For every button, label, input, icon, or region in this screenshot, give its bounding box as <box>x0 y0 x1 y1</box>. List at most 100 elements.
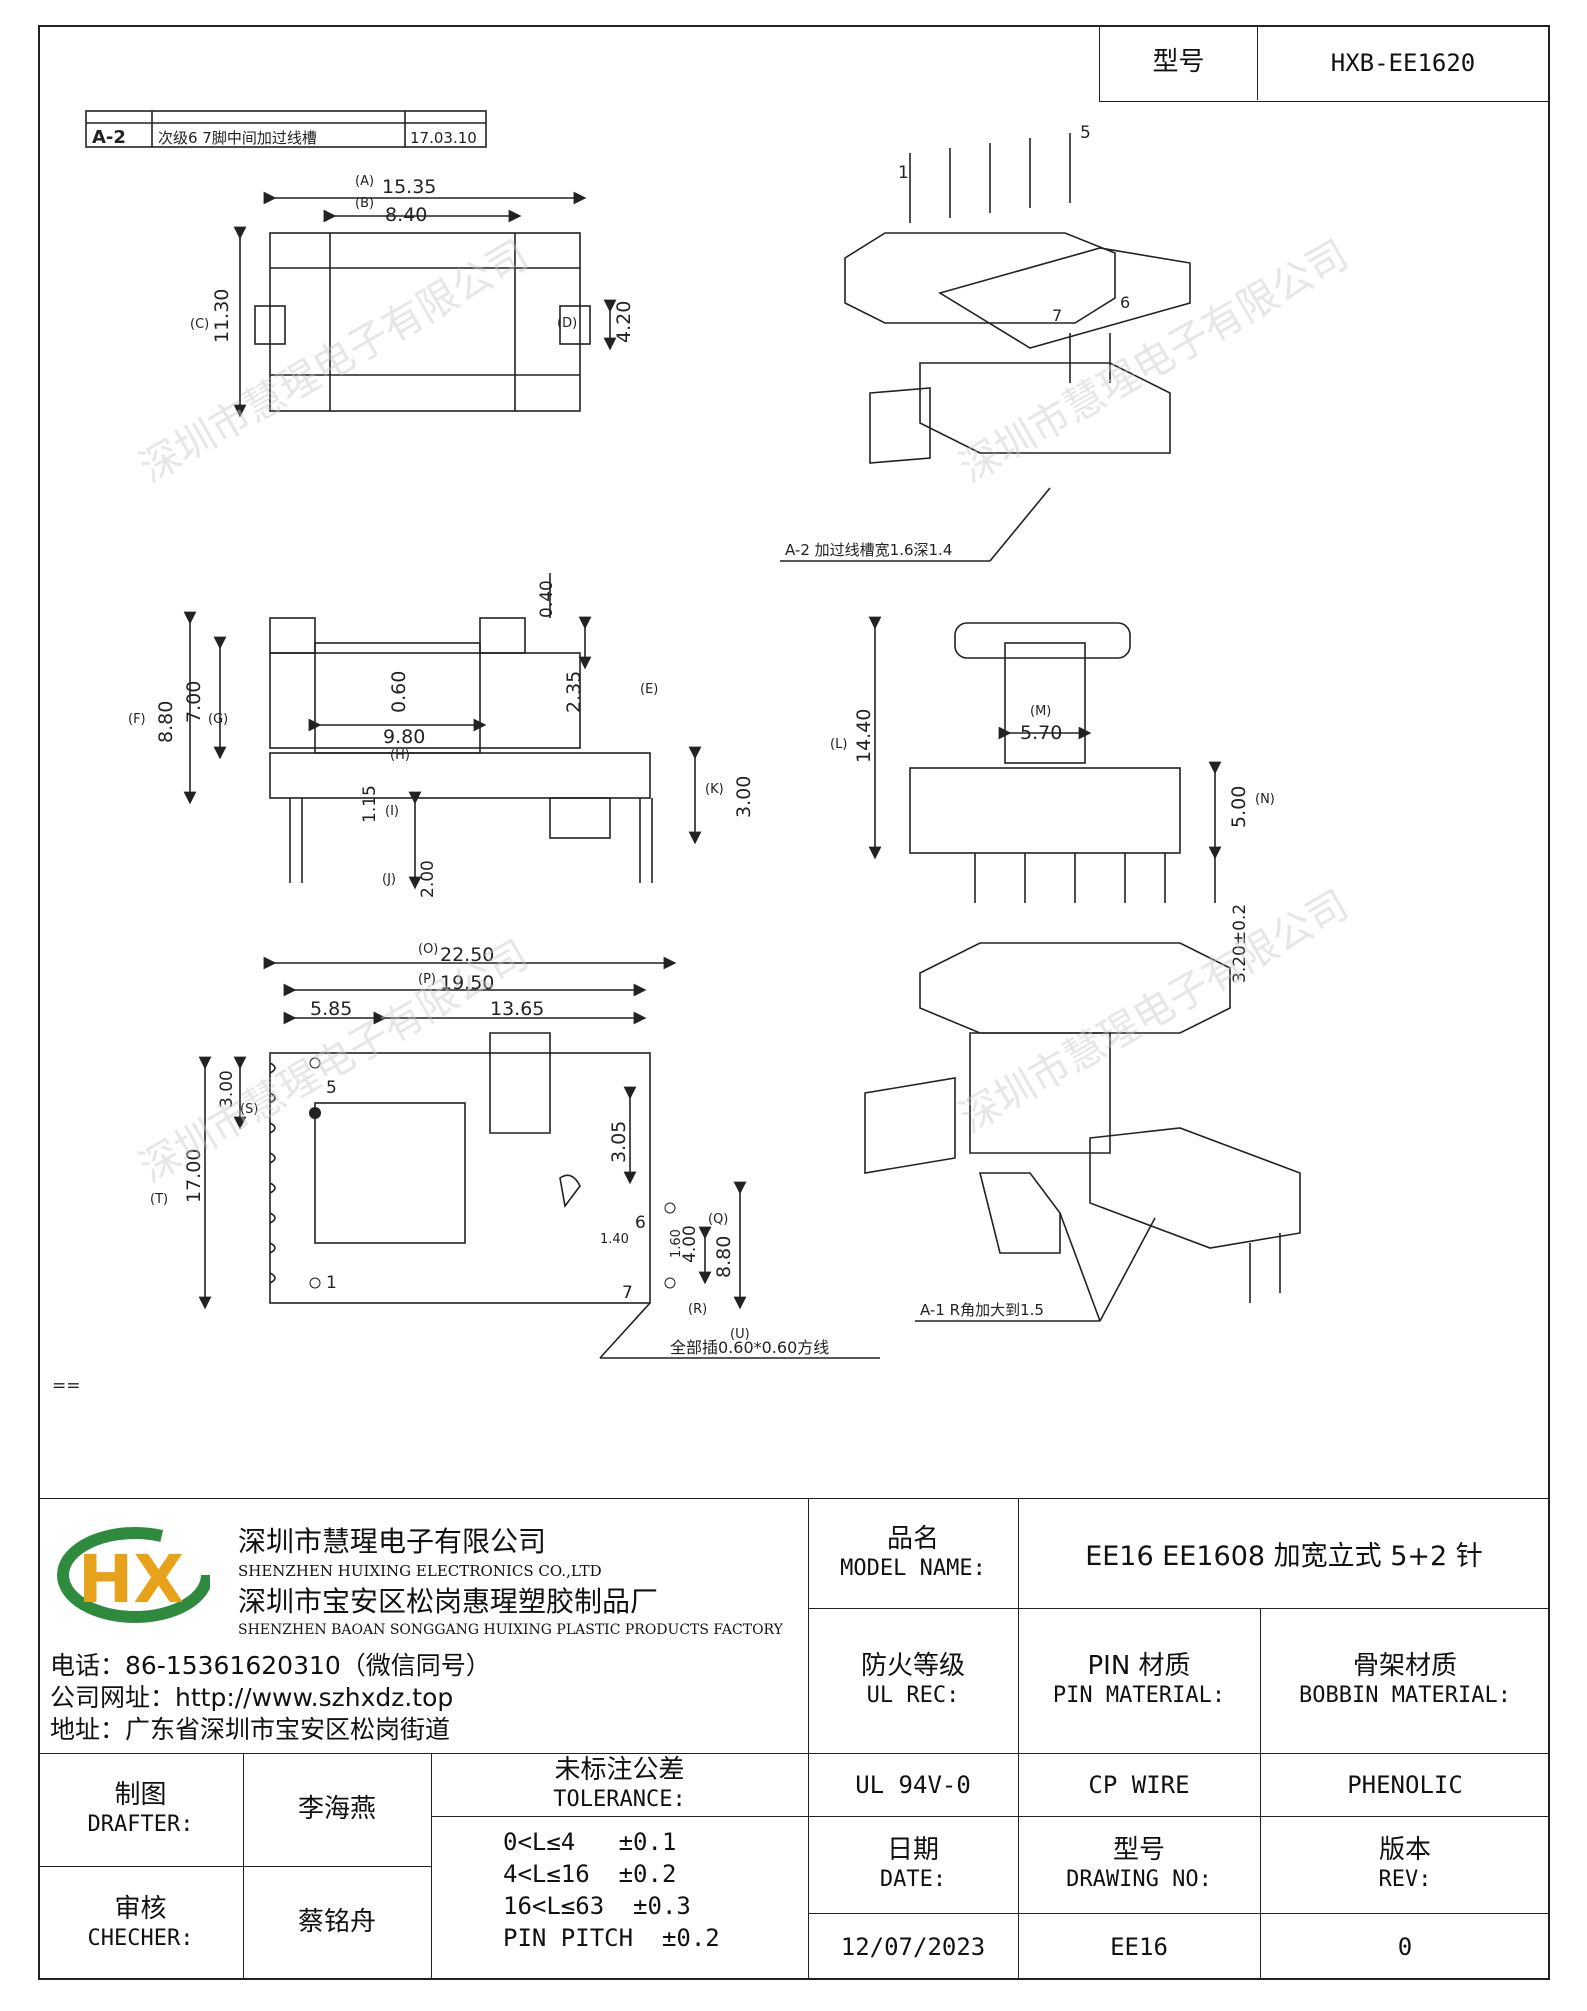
tolerance-en: TOLERANCE: <box>553 1787 686 1813</box>
dim-I: 1.15 <box>360 785 380 823</box>
rev-label: 版本 REV: <box>1260 1816 1550 1913</box>
drawing-no-label: 型号 DRAWING NO: <box>1018 1816 1260 1913</box>
mark-eq: == <box>52 1376 81 1396</box>
note-a2: A-2 加过线槽宽1.6深1.4 <box>785 541 952 559</box>
ul-rec-cn: 防火等级 <box>860 1651 965 1682</box>
ul-rec-label: 防火等级 UL REC: <box>808 1608 1018 1753</box>
rev-cn: 版本 <box>1378 1835 1431 1866</box>
dim-H-label: (H) <box>390 748 410 763</box>
dim-C-label: (C) <box>190 317 209 332</box>
company-name-cn: 深圳市慧瑆电子有限公司 <box>238 1525 547 1558</box>
dim-pin-length: 3.20±0.2 <box>1230 904 1250 983</box>
bottom-pin-6: 6 <box>635 1213 646 1233</box>
dim-P-label: (P) <box>418 972 436 987</box>
rev-en: REV: <box>1378 1867 1432 1893</box>
company-website: 公司网址：http://www.szhxdz.top <box>50 1683 454 1712</box>
dim-w1: 5.85 <box>310 998 352 1020</box>
tolerance-row: 0<L≤4 ±0.1 <box>503 1828 677 1856</box>
bobbin-material-cn: 骨架材质 <box>1352 1651 1457 1682</box>
dim-E-label: (E) <box>640 682 658 697</box>
model-value: HXB-EE1620 <box>1330 49 1476 77</box>
note-pins: 全部插0.60*0.60方线 <box>670 1338 829 1357</box>
bobbin-material-value: PHENOLIC <box>1347 1770 1463 1799</box>
dim-T: 17.00 <box>183 1149 205 1203</box>
dim-Q-label: (Q) <box>708 1212 728 1227</box>
dim-S: 3.00 <box>217 1070 237 1108</box>
dim-T-label: (T) <box>150 1192 168 1207</box>
bottom-pin-7: 7 <box>622 1283 633 1303</box>
dim-K-label: (K) <box>705 782 724 797</box>
dim-H: 9.80 <box>383 726 425 748</box>
pin-material-value: CP WIRE <box>1088 1770 1190 1799</box>
dim-width: 0.60 <box>388 671 410 713</box>
drawing-no-value: EE16 <box>1110 1932 1168 1961</box>
dim-B: 8.40 <box>385 204 427 226</box>
dim-gap: 0.40 <box>537 580 557 618</box>
date-en: DATE: <box>879 1867 947 1893</box>
dim-F: 8.80 <box>155 701 177 743</box>
checker-en: CHECHER: <box>87 1925 194 1951</box>
bottom-pin-1: 1 <box>326 1273 337 1293</box>
date-cn: 日期 <box>886 1835 939 1866</box>
drawing-no-cn: 型号 <box>1112 1835 1165 1866</box>
pin-label-5: 5 <box>1080 123 1091 143</box>
dim-N: 5.00 <box>1228 786 1250 828</box>
dim-w2: 13.65 <box>490 998 544 1020</box>
dim-L-label: (L) <box>830 737 847 752</box>
dim-A: 15.35 <box>382 176 436 198</box>
pin-material-cn: PIN 材质 <box>1087 1651 1191 1682</box>
dim-D: 4.20 <box>613 301 635 343</box>
logo: HX <box>50 1520 213 1630</box>
dim-P: 19.50 <box>440 972 494 994</box>
pin-label-1: 1 <box>898 163 909 183</box>
tolerance-row: 4<L≤16 ±0.2 <box>503 1860 677 1888</box>
company-name-en: SHENZHEN HUIXING ELECTRONICS CO.,LTD <box>238 1562 602 1580</box>
watermark-4: 深圳市慧瑆电子有限公司 <box>952 882 1356 1142</box>
checker-name: 蔡铭舟 <box>297 1907 376 1938</box>
dim-D-label: (D) <box>557 316 577 331</box>
watermark-3: 深圳市慧瑆电子有限公司 <box>132 932 536 1192</box>
dim-R-label: (R) <box>688 1302 707 1317</box>
dim-S-label: (S) <box>240 1102 258 1117</box>
factory-name-en: SHENZHEN BAOAN SONGGANG HUIXING PLASTIC … <box>238 1622 783 1638</box>
factory-name-cn: 深圳市宝安区松岗惠瑆塑胶制品厂 <box>238 1585 659 1618</box>
logo-text: HX <box>78 1541 184 1618</box>
bobbin-material-label: 骨架材质 BOBBIN MATERIAL: <box>1260 1608 1550 1753</box>
dim-O-label: (O) <box>418 942 438 957</box>
company-phone: 电话：86-15361620310（微信同号） <box>50 1651 491 1680</box>
bobbin-material-en: BOBBIN MATERIAL: <box>1299 1683 1511 1709</box>
dim-F-label: (F) <box>128 712 146 727</box>
checker-label: 审核 CHECHER: <box>38 1866 243 1980</box>
tolerance-row: 16<L≤63 ±0.3 <box>503 1892 691 1920</box>
title-block: HX 深圳市慧瑆电子有限公司 SHENZHEN HUIXING ELECTRON… <box>38 1498 1550 1980</box>
dim-O: 22.50 <box>440 944 494 966</box>
dim-305: 3.05 <box>608 1121 630 1163</box>
bottom-pin-5: 5 <box>326 1078 337 1098</box>
model-label: 型号 <box>1100 26 1258 100</box>
drafter-cn: 制图 <box>114 1780 167 1811</box>
model-name-value: EE16 EE1608 加宽立式 5+2 针 <box>1085 1540 1483 1572</box>
technical-drawing: A-2 次级6 7脚中间加过线槽 17.03.10 (A) 15.35 (B) … <box>52 110 1356 1396</box>
dim-Q: 8.80 <box>713 1236 735 1278</box>
dim-G: 7.00 <box>183 681 205 723</box>
date-label: 日期 DATE: <box>808 1816 1018 1913</box>
model-name-cn: 品名 <box>886 1523 939 1554</box>
date-value: 12/07/2023 <box>840 1932 986 1961</box>
dim-q3: 1.60 <box>669 1229 684 1258</box>
model-name-en: MODEL NAME: <box>840 1555 986 1581</box>
tolerance-cn: 未标注公差 <box>554 1755 685 1786</box>
model-name-label: 品名 MODEL NAME: <box>808 1498 1018 1608</box>
drafter-name: 李海燕 <box>297 1793 376 1824</box>
drawing-no-en: DRAWING NO: <box>1066 1867 1212 1893</box>
dim-M-label: (M) <box>1030 704 1051 719</box>
dim-140: 1.40 <box>600 1232 629 1247</box>
tolerance-row: PIN PITCH ±0.2 <box>503 1924 720 1952</box>
dim-M: 5.70 <box>1020 722 1062 744</box>
drafter-label: 制图 DRAFTER: <box>38 1753 243 1866</box>
dim-q2: 4.00 <box>680 1225 700 1263</box>
dim-G-label: (G) <box>208 712 228 727</box>
ul-rec-value: UL 94V-0 <box>855 1770 971 1799</box>
drawing-frame <box>38 25 1550 1980</box>
tolerance-list: 0<L≤4 ±0.1 4<L≤16 ±0.2 16<L≤63 ±0.3 PIN … <box>503 1826 803 1954</box>
pin-label-6: 6 <box>1120 293 1130 312</box>
